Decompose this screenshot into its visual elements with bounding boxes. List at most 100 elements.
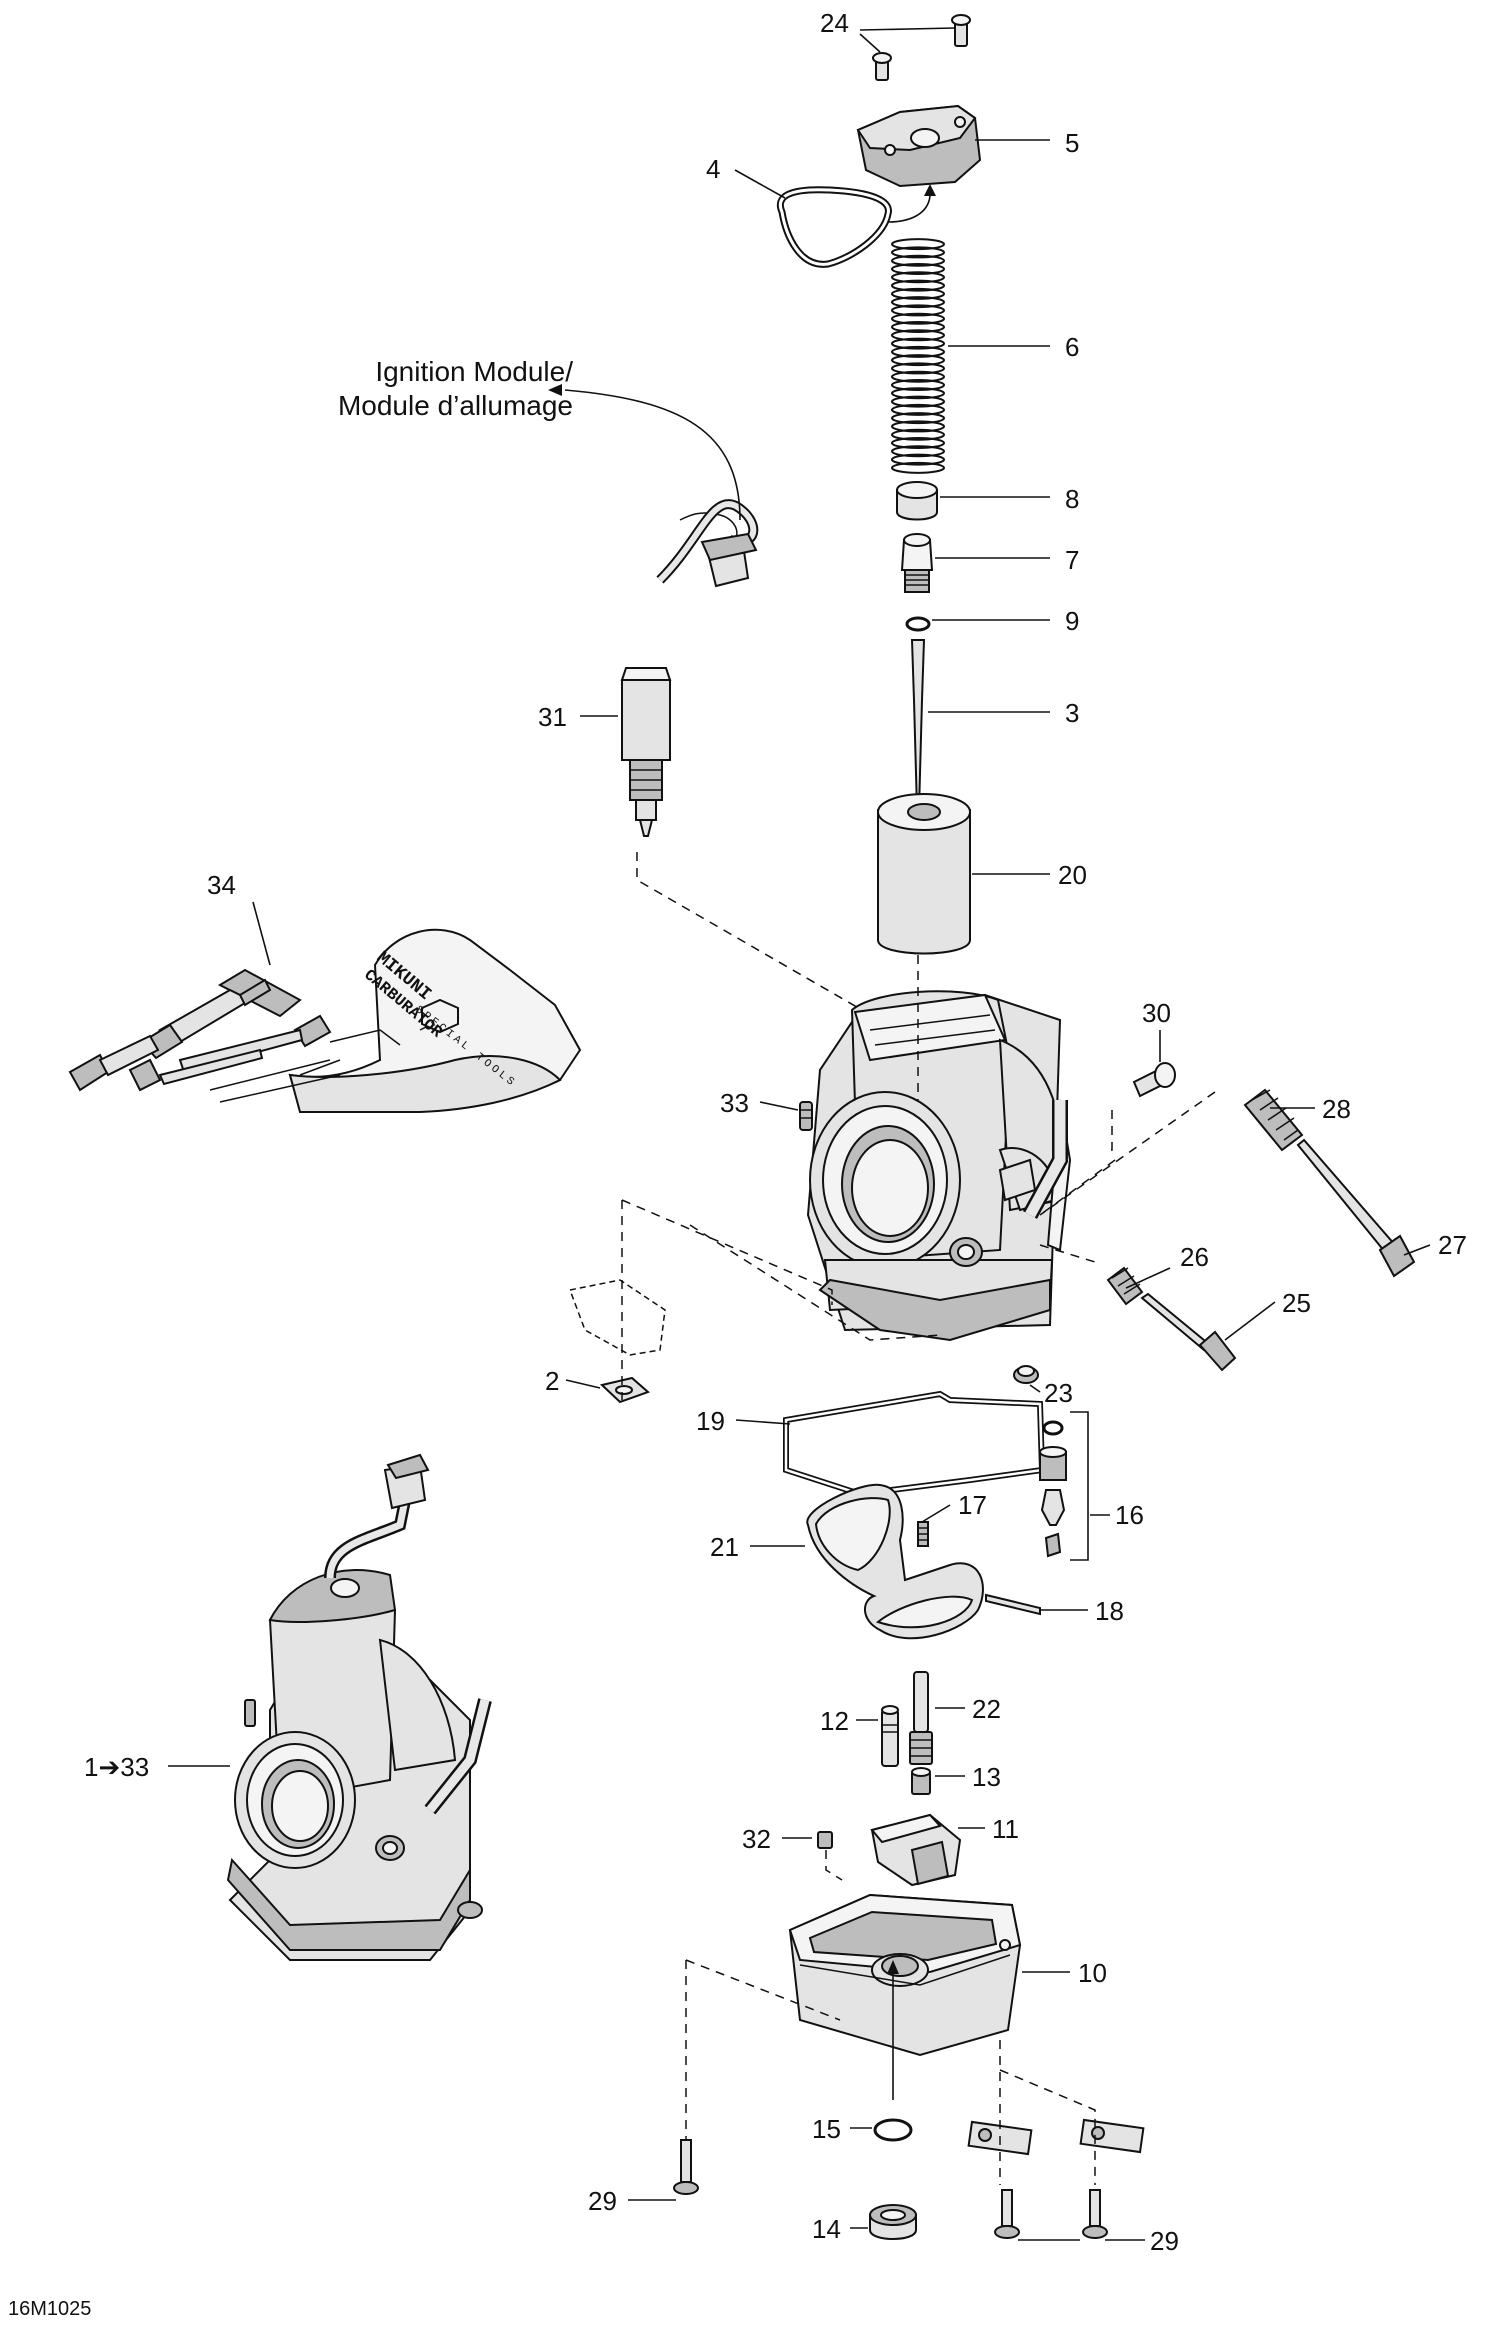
ignition-module-line2: Module d’allumage	[337, 390, 573, 421]
spring-coil	[891, 354, 945, 367]
callout-23: 23	[1044, 1378, 1073, 1408]
callout-8: 8	[1065, 484, 1080, 514]
spring-coil	[891, 420, 945, 433]
callout-10: 10	[1078, 1958, 1107, 1988]
part-10-bowl	[788, 1893, 1022, 2057]
callout-14: 14	[812, 2214, 841, 2244]
callout-29-left: 29	[588, 2186, 617, 2216]
part-23-screw	[1013, 1365, 1039, 1384]
callout-13: 13	[972, 1762, 1001, 1792]
callout-19: 19	[696, 1406, 725, 1436]
callout-22: 22	[972, 1694, 1001, 1724]
leader-lines	[168, 27, 1431, 2241]
spring-coil	[891, 345, 945, 358]
spring-coil	[891, 437, 945, 449]
spring-coil	[891, 287, 945, 300]
part-16-valve-set	[1039, 1411, 1089, 1561]
part-20-slide	[877, 793, 971, 955]
part-19-gasket	[783, 1390, 1046, 1498]
callout-28: 28	[1322, 1094, 1351, 1124]
spring-coil	[891, 246, 945, 259]
part-13-jet	[911, 1767, 931, 1795]
part-27-28-adjuster	[1243, 1088, 1416, 1278]
spring-coil	[891, 387, 945, 400]
callout-6: 6	[1065, 332, 1080, 362]
part-21-float	[806, 1483, 1041, 1640]
callout-29-right: 29	[1150, 2226, 1179, 2256]
callout-5: 5	[1065, 128, 1080, 158]
part-washers	[967, 2118, 1145, 2156]
assembled-carburetor	[226, 1453, 492, 1961]
callout-11: 11	[992, 1814, 1019, 1844]
spring-coil	[891, 412, 945, 425]
part-11-baffle	[870, 1813, 962, 1887]
main-carburetor-body	[799, 990, 1072, 1342]
spring-coil	[891, 395, 945, 408]
callout-4: 4	[706, 154, 721, 184]
spring-coil	[891, 428, 945, 441]
part-9-clip	[905, 616, 931, 632]
part-3-needle	[910, 639, 926, 811]
callout-17: 17	[958, 1490, 987, 1520]
spring-coil	[891, 403, 945, 416]
callout-32: 32	[742, 1824, 771, 1854]
spring-coil	[891, 296, 945, 309]
callout-21: 21	[710, 1532, 739, 1562]
part-8-seat	[896, 481, 938, 521]
callout-1-to-33: 1➔33	[84, 1752, 150, 1782]
callout-26: 26	[1180, 1242, 1209, 1272]
spring-coil	[891, 453, 945, 466]
callout-18: 18	[1095, 1596, 1124, 1626]
part-24-screws	[872, 14, 971, 81]
callout-12: 12	[820, 1706, 849, 1736]
part-14-plug	[869, 2204, 917, 2240]
spring-coil	[891, 362, 945, 375]
callout-2: 2	[545, 1366, 560, 1396]
part-7-holder	[900, 533, 934, 593]
part-22-jet	[909, 1671, 933, 1765]
spring-coil	[891, 329, 945, 342]
spring-coil	[891, 321, 945, 333]
part-32-screw	[817, 1831, 833, 1849]
spring-coil	[891, 238, 945, 251]
callout-33: 33	[720, 1088, 749, 1118]
assembly-dashed-lines	[621, 852, 1216, 2185]
callout-31: 31	[538, 702, 567, 732]
spring-coil	[891, 461, 945, 474]
part-4-oring	[776, 184, 936, 268]
spring-coil	[891, 337, 945, 350]
callout-3: 3	[1065, 698, 1080, 728]
part-15-oring	[873, 2118, 913, 2142]
callout-9: 9	[1065, 606, 1080, 636]
part-34-tool-kit	[68, 928, 582, 1113]
spring-coil	[891, 445, 945, 458]
callout-27: 27	[1438, 1230, 1467, 1260]
part-30-screw	[1132, 1062, 1176, 1098]
spring-coil	[891, 304, 945, 317]
part-5-cap	[856, 104, 982, 188]
ignition-module-line1: Ignition Module/	[375, 356, 573, 387]
callout-16: 16	[1115, 1500, 1144, 1530]
spring-coil	[891, 370, 945, 383]
part-6-spring	[891, 238, 945, 474]
ignition-module-note: Ignition Module/ Module d’allumage	[268, 355, 573, 423]
spring-coil	[891, 379, 945, 391]
spring-coil	[891, 312, 945, 325]
spring-coil	[891, 279, 945, 292]
spring-coil	[891, 271, 945, 284]
part-12-jet	[881, 1705, 899, 1767]
part-29-screw-right-2	[1082, 2189, 1108, 2239]
callout-34: 34	[207, 870, 236, 900]
callout-25: 25	[1282, 1288, 1311, 1318]
figure-reference-code: 16M1025	[8, 2298, 92, 2320]
part-29-screw-right-1	[994, 2189, 1020, 2239]
part-31-sensor	[620, 499, 759, 837]
callout-20: 20	[1058, 860, 1087, 890]
callout-24: 24	[820, 8, 849, 38]
part-29-screw-left	[673, 2139, 699, 2195]
callout-30: 30	[1142, 998, 1171, 1028]
callout-15: 15	[812, 2114, 841, 2144]
spring-coil	[891, 254, 945, 267]
spring-coil	[891, 263, 945, 275]
